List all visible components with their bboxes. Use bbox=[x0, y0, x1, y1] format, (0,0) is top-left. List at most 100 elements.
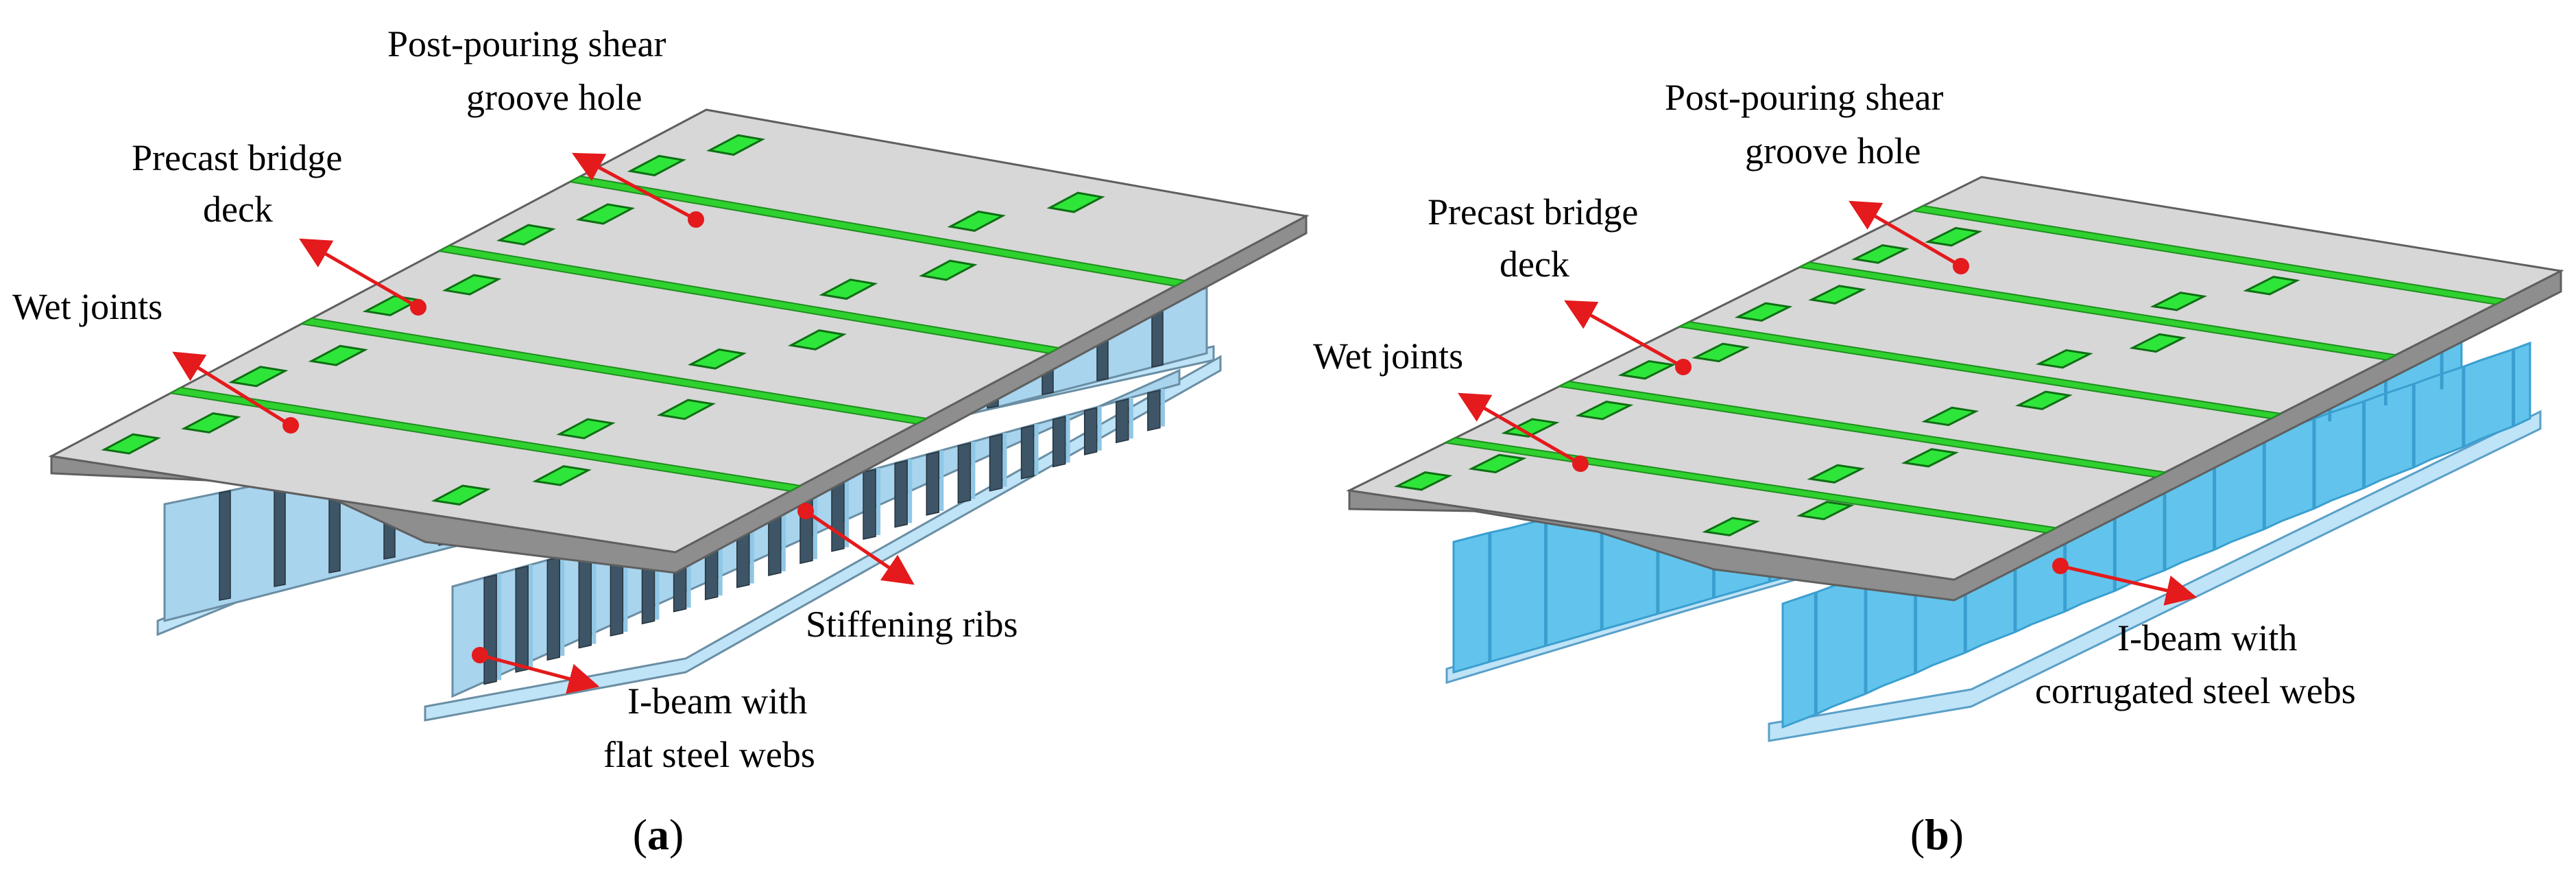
shear-groove-hole-8 bbox=[656, 399, 717, 421]
stiffening-rib-front-4 bbox=[578, 547, 592, 649]
stiffening-rib-front-14 bbox=[894, 460, 908, 528]
shear-groove-hole-2 bbox=[1468, 453, 1527, 474]
stiffening-rib-back-2 bbox=[274, 478, 286, 587]
shear-groove-hole-13 bbox=[496, 224, 556, 246]
shear-groove-hole-3 bbox=[1702, 517, 1760, 536]
stiffening-rib-front-17 bbox=[989, 434, 1003, 492]
shear-groove-hole-7 bbox=[556, 418, 616, 440]
stiffening-rib-front-1 bbox=[483, 574, 497, 685]
panel-a-dot-ibeam bbox=[472, 647, 488, 663]
shear-groove-hole-8 bbox=[1901, 448, 1959, 468]
stiffening-rib-front-20 bbox=[1083, 407, 1098, 455]
stiffening-rib-front-13 bbox=[863, 469, 876, 541]
panel-a-arrow-ibeam bbox=[479, 653, 600, 694]
shear-groove-hole-17 bbox=[627, 154, 686, 177]
panel-b-deck-top bbox=[1346, 176, 2564, 581]
shear-groove-hole-14 bbox=[1808, 285, 1866, 305]
shear-groove-hole-6 bbox=[308, 344, 368, 366]
shear-groove-hole-16 bbox=[919, 259, 978, 281]
shear-groove-hole-10 bbox=[1692, 342, 1750, 363]
stiffening-rib-front-18 bbox=[1020, 425, 1035, 480]
panel-b-caption: (b) bbox=[1910, 810, 1964, 859]
wet-joint-1 bbox=[168, 386, 803, 492]
panel-a-label-precast-1: Precast bridge bbox=[132, 137, 342, 178]
panel-a-label-ibeam-2: flat steel webs bbox=[603, 734, 815, 775]
panel-b-label-precast-2: deck bbox=[1500, 244, 1569, 285]
wet-joint-5 bbox=[1911, 204, 2507, 305]
panel-a-shear-groove-holes bbox=[101, 134, 1105, 506]
panel-b-dot-ibeam bbox=[2052, 558, 2069, 574]
stiffening-rib-front-16 bbox=[957, 442, 972, 504]
panel-a-deck bbox=[48, 108, 1310, 574]
panel-a-arrow-wet-joints bbox=[172, 351, 292, 427]
shear-groove-hole-1 bbox=[1393, 471, 1453, 491]
stiffening-rib-front-12 bbox=[831, 477, 845, 552]
wet-joint-3 bbox=[437, 244, 1061, 354]
shear-groove-hole-20 bbox=[2243, 276, 2300, 296]
panel-a-dot-precast bbox=[410, 299, 426, 316]
panel-b-front-bottom-flange bbox=[1768, 410, 2542, 742]
shear-groove-hole-11 bbox=[1921, 406, 1979, 427]
panel-b-arrow-wet-joints bbox=[1458, 392, 1582, 466]
shear-groove-hole-3 bbox=[431, 484, 491, 506]
panel-b-dot-wet-joints bbox=[1572, 455, 1589, 472]
panel-a-arrow-precast bbox=[299, 238, 420, 309]
panel-b-label-post-pouring-1: Post-pouring shear bbox=[1665, 77, 1943, 118]
panel-b-label-wet-joints: Wet joints bbox=[1313, 335, 1463, 377]
stiffening-rib-front-22 bbox=[1147, 389, 1161, 431]
stiffening-rib-front-21 bbox=[1116, 398, 1129, 444]
panel-b-arrow-post-pouring bbox=[1849, 200, 1962, 268]
panel-a-label-post-pouring-2: groove hole bbox=[466, 77, 642, 118]
panel-a-label-precast-2: deck bbox=[203, 189, 273, 230]
panel-a-dot-post-pouring bbox=[688, 211, 704, 228]
panel-a-label-stiffening: Stiffening ribs bbox=[806, 604, 1018, 645]
panel-a-label-wet-joints: Wet joints bbox=[12, 286, 162, 327]
stiffening-rib-back-1 bbox=[219, 490, 231, 601]
shear-groove-hole-16 bbox=[2129, 333, 2187, 353]
shear-groove-hole-9 bbox=[1617, 359, 1676, 380]
panel-a-dot-wet-joints bbox=[282, 417, 299, 434]
panel-b-deck bbox=[1346, 176, 2564, 602]
stiffening-rib-front-2 bbox=[515, 565, 529, 673]
panel-b-wet-joints bbox=[1443, 204, 2507, 534]
panel-b-label-precast-1: Precast bridge bbox=[1428, 191, 1638, 233]
panel-b-arrow-ibeam bbox=[2060, 564, 2198, 606]
stiffening-rib-front-3 bbox=[546, 556, 561, 661]
shear-groove-hole-12 bbox=[2015, 390, 2073, 410]
shear-groove-hole-17 bbox=[1851, 244, 1910, 264]
panel-b-label-ibeam-2: corrugated steel webs bbox=[2035, 670, 2356, 711]
shear-groove-hole-4 bbox=[532, 465, 592, 486]
shear-groove-hole-1 bbox=[101, 433, 161, 455]
wet-joint-3 bbox=[1677, 321, 2283, 420]
shear-groove-hole-15 bbox=[819, 279, 878, 300]
panel-b-label-ibeam-1: I-beam with bbox=[2117, 617, 2297, 659]
panel-a-label-ibeam-1: I-beam with bbox=[627, 680, 807, 722]
panel-a-label-post-pouring-1: Post-pouring shear bbox=[387, 23, 666, 64]
panel-b-arrow-precast bbox=[1564, 300, 1685, 369]
shear-groove-hole-13 bbox=[1734, 302, 1793, 322]
shear-groove-hole-6 bbox=[1575, 401, 1634, 421]
wet-joint-1 bbox=[1443, 437, 2058, 534]
panel-b-corrugated-web-girder: Post-pouring shear groove hole Precast b… bbox=[1313, 77, 2564, 859]
panel-b-label-post-pouring-2: groove hole bbox=[1745, 130, 1921, 171]
shear-groove-hole-7 bbox=[1807, 464, 1865, 484]
panel-a-caption: (a) bbox=[633, 810, 684, 859]
shear-groove-hole-11 bbox=[687, 348, 747, 370]
wet-joint-2 bbox=[299, 317, 929, 425]
shear-groove-hole-4 bbox=[1796, 501, 1855, 521]
shear-groove-hole-10 bbox=[442, 274, 502, 296]
shear-groove-hole-20 bbox=[1046, 191, 1105, 213]
shear-groove-hole-15 bbox=[2035, 348, 2093, 369]
stiffening-rib-front-15 bbox=[926, 451, 940, 516]
shear-groove-hole-19 bbox=[2150, 292, 2208, 311]
panel-a-annotations: Post-pouring shear groove hole Precast b… bbox=[12, 23, 1018, 775]
panel-b-dot-precast bbox=[1675, 359, 1692, 375]
shear-groove-hole-12 bbox=[788, 329, 847, 351]
shear-groove-hole-14 bbox=[575, 203, 636, 225]
shear-groove-hole-19 bbox=[947, 210, 1006, 232]
shear-groove-hole-5 bbox=[228, 366, 289, 388]
panel-a-arrow-post-pouring bbox=[572, 152, 697, 222]
wet-joint-2 bbox=[1556, 380, 2168, 478]
panel-a-dot-stiffening bbox=[797, 503, 814, 519]
